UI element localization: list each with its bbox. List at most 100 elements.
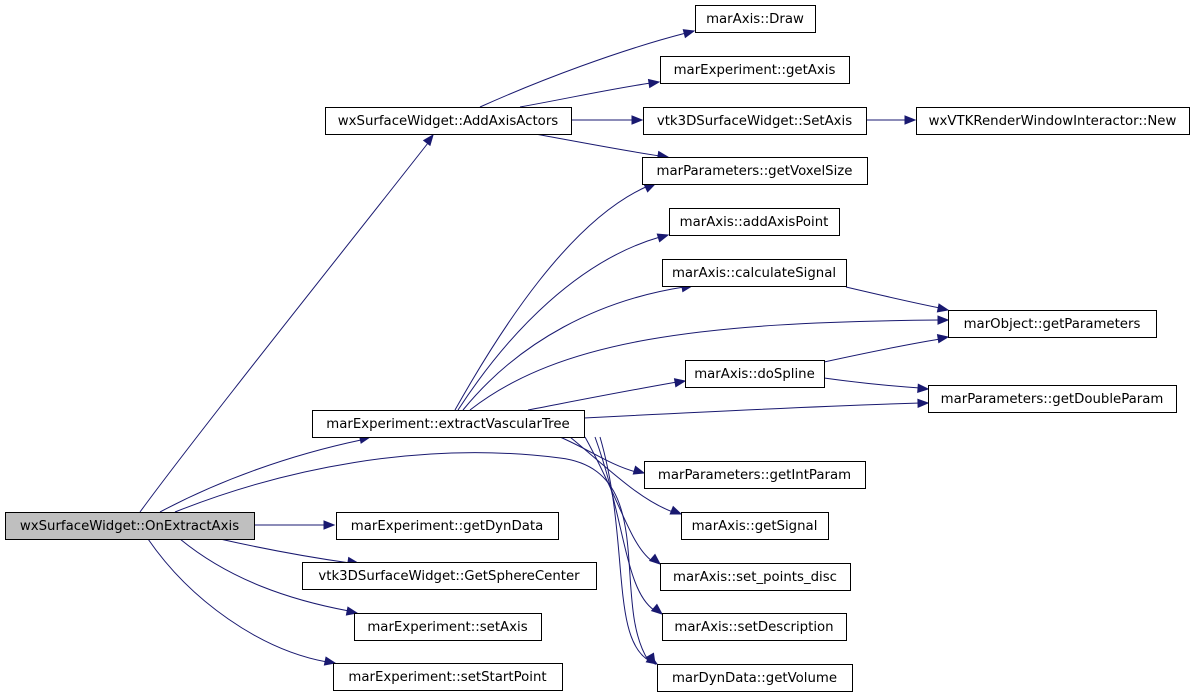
node-getDynData[interactable]: marExperiment::getDynData xyxy=(336,512,559,540)
arrowhead-getDoubleParam xyxy=(917,398,930,409)
arrowhead-doSpline xyxy=(673,378,687,388)
node-label: marExperiment::getAxis xyxy=(674,63,836,78)
edge-extractVascularTree-to-calculateSignal xyxy=(462,286,685,411)
node-box[interactable] xyxy=(325,107,572,135)
edge-root-to-setAxis xyxy=(179,538,350,612)
arrowhead-addAxisActors xyxy=(422,133,434,147)
edge-root-to-setStartPoint xyxy=(147,538,328,663)
node-addAxisActors[interactable]: wxSurfaceWidget::AddAxisActors xyxy=(325,107,572,135)
node-label: wxSurfaceWidget::OnExtractAxis xyxy=(20,519,239,534)
edge-root-to-getVolume xyxy=(174,452,649,661)
node-label: marAxis::Draw xyxy=(706,12,804,27)
node-setPointsDisc[interactable]: marAxis::set_points_disc xyxy=(660,563,851,591)
node-label: marObject::getParameters xyxy=(964,317,1141,332)
node-label: marAxis::addAxisPoint xyxy=(680,215,829,230)
edge-root-to-extractVascularTree xyxy=(159,439,362,513)
node-vtkSetAxis[interactable]: vtk3DSurfaceWidget::SetAxis xyxy=(643,107,867,135)
node-box[interactable] xyxy=(336,512,559,540)
node-label: marParameters::getDoubleParam xyxy=(941,392,1164,407)
node-rwiNew[interactable]: wxVTKRenderWindowInteractor::New xyxy=(916,107,1190,135)
node-box[interactable] xyxy=(354,613,542,641)
node-axisDraw[interactable]: marAxis::Draw xyxy=(695,5,816,33)
arrowhead-getDynData xyxy=(323,520,336,530)
node-addAxisPoint[interactable]: marAxis::addAxisPoint xyxy=(669,208,840,236)
arrowhead-getSignal xyxy=(669,505,683,515)
node-setDescription[interactable]: marAxis::setDescription xyxy=(662,613,847,641)
edge-addAxisActors-to-getVoxelSize xyxy=(534,133,661,157)
node-label: marAxis::doSpline xyxy=(694,367,815,382)
edge-extractVascularTree-to-getIntParam xyxy=(559,436,637,473)
node-label: marParameters::getIntParam xyxy=(658,468,851,483)
node-label: vtk3DSurfaceWidget::GetSphereCenter xyxy=(318,569,580,584)
node-box[interactable] xyxy=(948,310,1157,338)
edge-extractVascularTree-to-addAxisPoint xyxy=(457,236,661,411)
node-box[interactable] xyxy=(312,410,585,438)
edge-root-to-getSphereCenter xyxy=(219,538,351,564)
node-box[interactable] xyxy=(669,208,840,236)
edge-extractVascularTree-to-setDescription xyxy=(594,436,655,611)
arrowhead-getAxis xyxy=(647,78,661,89)
edge-doSpline-to-getParameters xyxy=(823,338,941,363)
node-box[interactable] xyxy=(695,5,816,33)
arrowhead-getParameters xyxy=(936,334,950,344)
node-root[interactable]: wxSurfaceWidget::OnExtractAxis xyxy=(5,512,255,540)
node-getIntParam[interactable]: marParameters::getIntParam xyxy=(644,461,866,489)
node-box[interactable] xyxy=(302,562,597,590)
node-box[interactable] xyxy=(662,259,847,287)
node-getParameters[interactable]: marObject::getParameters xyxy=(948,310,1157,338)
node-label: marExperiment::setStartPoint xyxy=(348,670,546,685)
edge-extractVascularTree-to-getVoxelSize xyxy=(454,185,649,411)
arrowhead-getParameters xyxy=(937,315,950,325)
node-getDoubleParam[interactable]: marParameters::getDoubleParam xyxy=(928,385,1177,413)
arrowhead-setStartPoint xyxy=(323,656,337,666)
node-box[interactable] xyxy=(681,512,829,540)
node-box[interactable] xyxy=(333,663,563,691)
node-label: marAxis::set_points_disc xyxy=(673,570,837,585)
node-box[interactable] xyxy=(643,107,867,135)
arrowhead-vtkSetAxis xyxy=(631,115,644,125)
node-layer: wxSurfaceWidget::OnExtractAxis wxSurfaceW… xyxy=(5,5,1190,692)
arrowhead-setPointsDisc xyxy=(648,553,662,565)
node-label: marAxis::setDescription xyxy=(674,620,833,635)
node-box[interactable] xyxy=(928,385,1177,413)
node-label: marDynData::getVolume xyxy=(672,671,837,686)
edge-calculateSignal-to-getParameters xyxy=(845,286,941,309)
node-label: marAxis::getSignal xyxy=(692,519,818,534)
node-getVoxelSize[interactable]: marParameters::getVoxelSize xyxy=(642,157,868,185)
edge-extractVascularTree-to-setPointsDisc xyxy=(584,436,653,562)
node-box[interactable] xyxy=(685,360,825,388)
edge-extractVascularTree-to-getDoubleParam xyxy=(583,402,921,419)
edge-addAxisActors-to-axisDraw xyxy=(479,32,687,108)
edge-extractVascularTree-to-getSignal xyxy=(569,436,674,513)
node-box[interactable] xyxy=(642,157,868,185)
node-label: marExperiment::extractVascularTree xyxy=(326,417,569,432)
node-box[interactable] xyxy=(5,512,255,540)
node-box[interactable] xyxy=(657,664,853,692)
node-box[interactable] xyxy=(662,613,847,641)
node-setAxis[interactable]: marExperiment::setAxis xyxy=(354,613,542,641)
node-getAxis[interactable]: marExperiment::getAxis xyxy=(660,56,850,84)
node-calculateSignal[interactable]: marAxis::calculateSignal xyxy=(662,259,847,287)
arrowhead-getVoxelSize xyxy=(643,183,657,193)
node-getVolume[interactable]: marDynData::getVolume xyxy=(657,664,853,692)
arrowhead-getVolume xyxy=(645,654,659,665)
node-getSphereCenter[interactable]: vtk3DSurfaceWidget::GetSphereCenter xyxy=(302,562,597,590)
arrowhead-axisDraw xyxy=(682,29,696,39)
arrowhead-setDescription xyxy=(650,603,664,615)
arrowhead-getDoubleParam xyxy=(917,383,930,394)
node-box[interactable] xyxy=(660,563,851,591)
node-label: vtk3DSurfaceWidget::SetAxis xyxy=(657,114,852,129)
node-label: marParameters::getVoxelSize xyxy=(657,164,853,179)
node-getSignal[interactable]: marAxis::getSignal xyxy=(681,512,829,540)
node-setStartPoint[interactable]: marExperiment::setStartPoint xyxy=(333,663,563,691)
node-doSpline[interactable]: marAxis::doSpline xyxy=(685,360,825,388)
node-extractVascularTree[interactable]: marExperiment::extractVascularTree xyxy=(312,410,585,438)
node-box[interactable] xyxy=(916,107,1190,135)
node-box[interactable] xyxy=(644,461,866,489)
node-box[interactable] xyxy=(660,56,850,84)
edge-extractVascularTree-to-getParameters xyxy=(469,319,941,411)
edge-doSpline-to-getDoubleParam xyxy=(823,377,921,389)
arrowhead-getIntParam xyxy=(632,465,646,475)
node-label: marExperiment::getDynData xyxy=(351,519,543,534)
